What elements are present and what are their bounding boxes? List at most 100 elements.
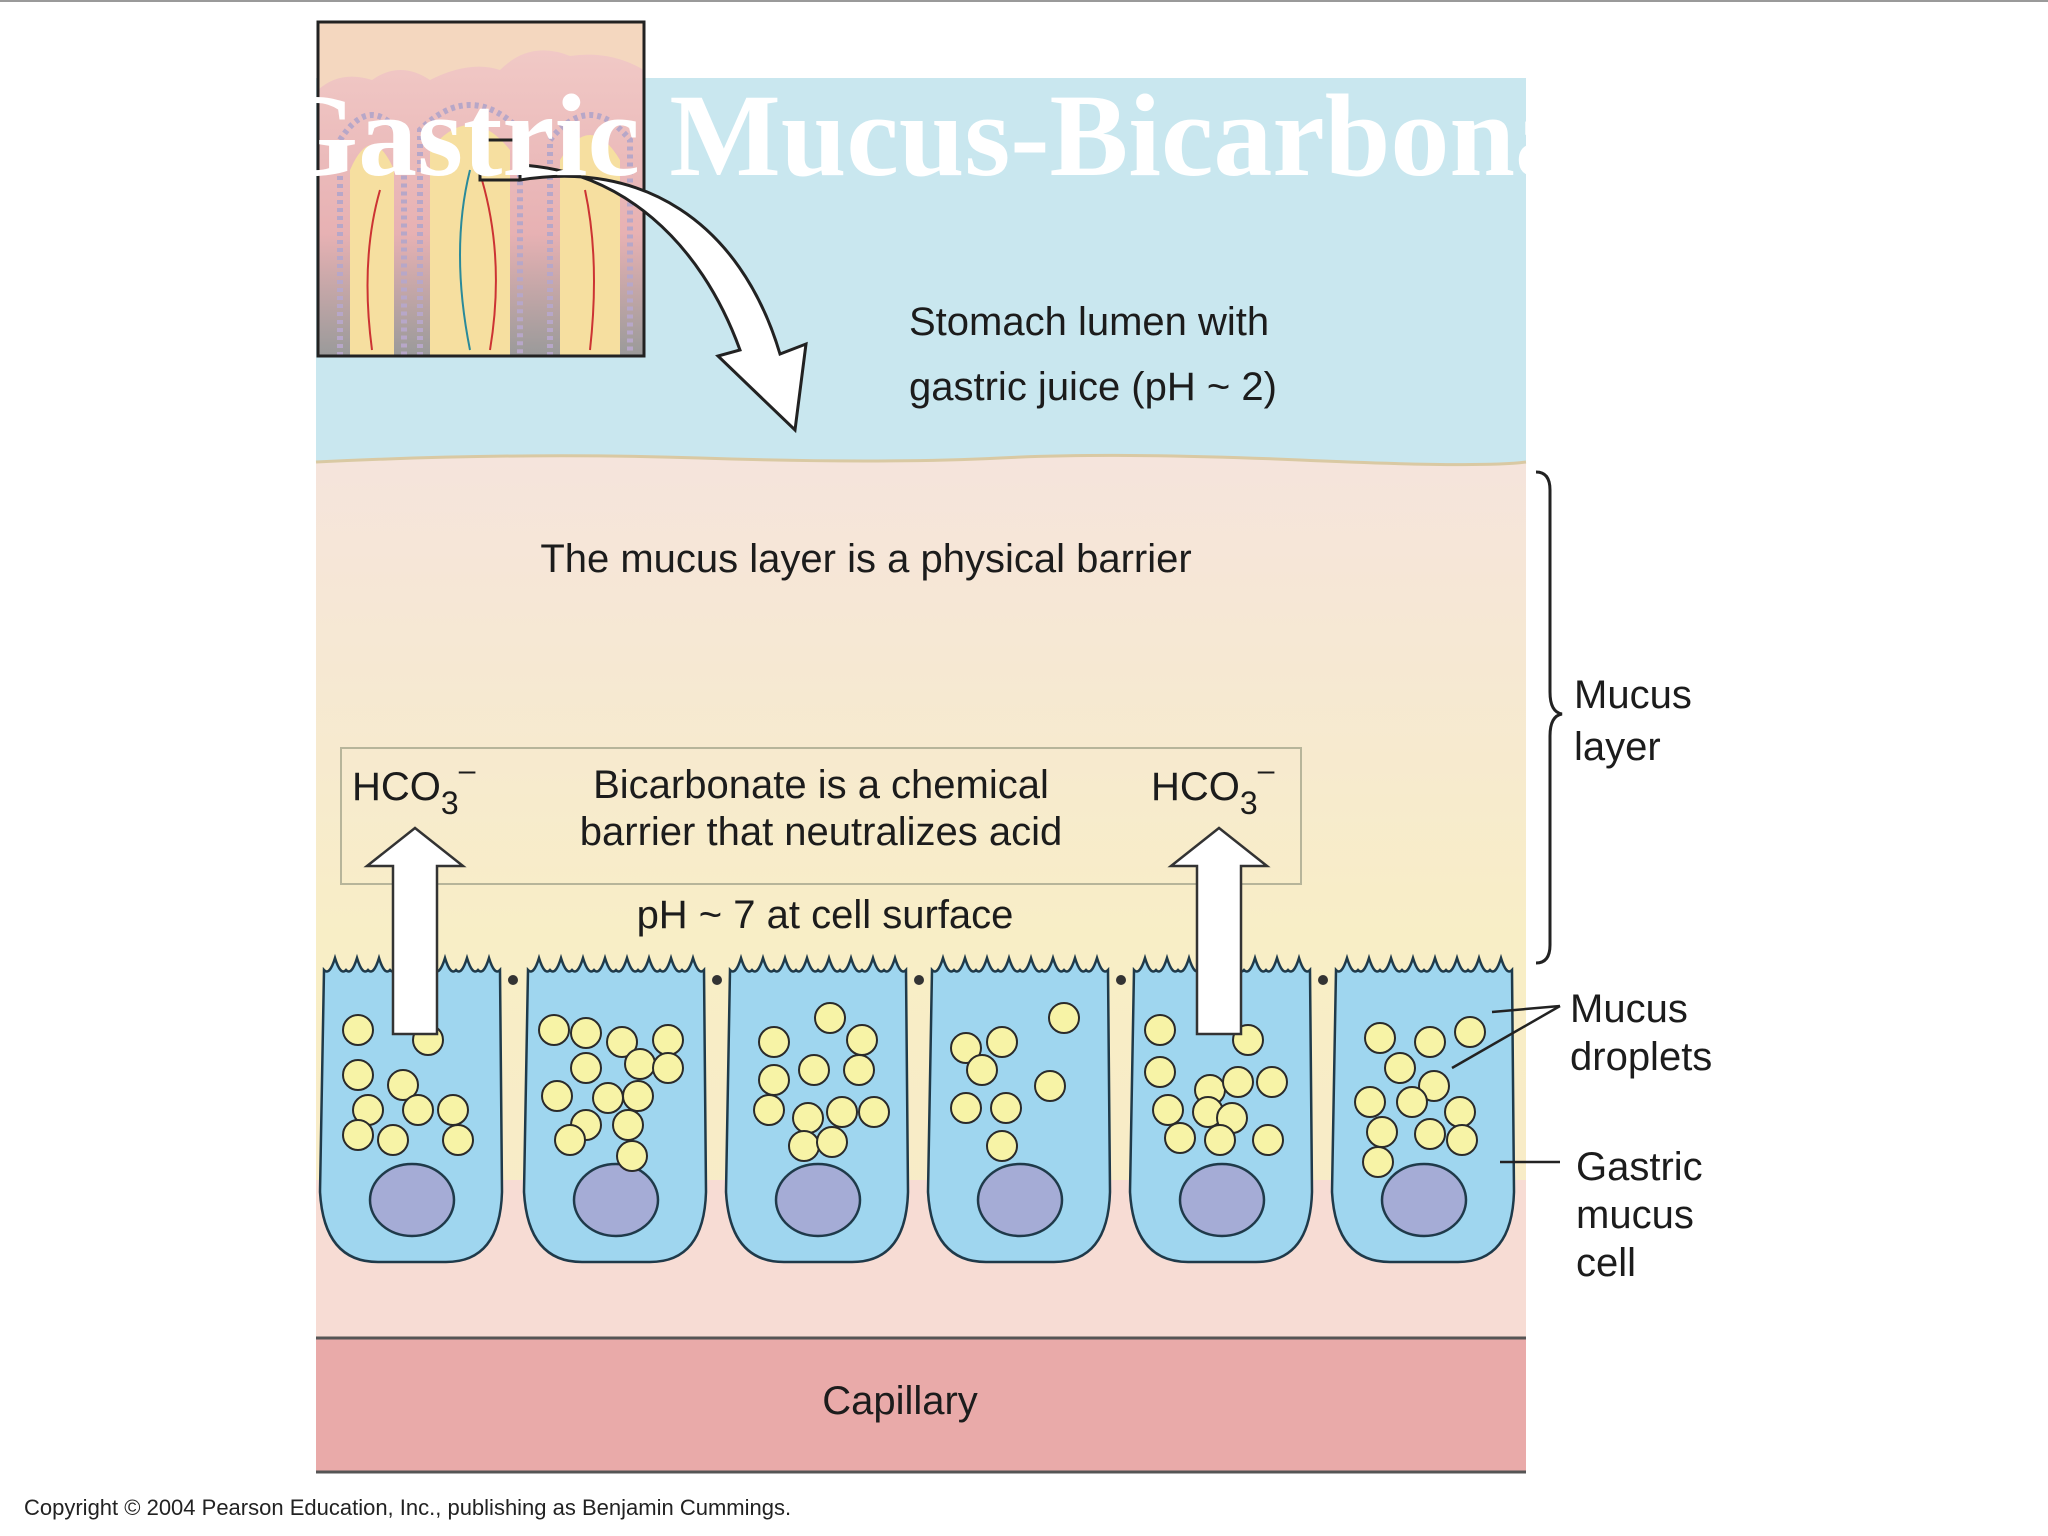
hco3-arrow-right [1167,826,1271,1036]
capillary-label: Capillary [822,1379,978,1423]
mucus-droplet [387,1069,419,1101]
mucus-droplet [624,1048,656,1080]
mucus-droplet [342,1014,374,1046]
mucus-droplet [826,1096,858,1128]
mucus-droplet [592,1082,624,1114]
tight-junction [712,975,722,985]
mucus-droplet [1256,1066,1288,1098]
hco3-label-right: HCO3– [1151,754,1275,821]
cell-nucleus [774,1162,862,1238]
bicarbonate-label-line1: Bicarbonate is a chemical [593,763,1049,807]
mucus-droplet [342,1119,374,1151]
mucus-layer-brace [1535,470,1563,965]
lumen-mucus-boundary [315,453,1527,467]
zoom-arrow [518,163,808,434]
mucus-droplet [1418,1070,1450,1102]
submucosa-zone [316,1180,1526,1340]
ph-surface-label: pH ~ 7 at cell surface [637,893,1014,937]
mucus-droplet [437,1094,469,1126]
mucus-droplet [792,1102,824,1134]
mucus-droplet [1144,1014,1176,1046]
mucus-droplet [616,1140,648,1172]
mucus-droplet [966,1054,998,1086]
mucus-droplet [1454,1016,1486,1048]
tight-junction [1318,975,1328,985]
lumen-label-line1: Stomach lumen with [909,300,1269,344]
svg-text:HCO3–: HCO3– [1151,754,1275,821]
tight-junction [914,975,924,985]
mucus-droplet [377,1124,409,1156]
tight-junction [1116,975,1126,985]
mucus-droplet [442,1124,474,1156]
mucus-droplet [758,1064,790,1096]
tight-junction [508,975,518,985]
gastric-mucus-cells [318,953,1516,1264]
mucus-droplet [402,1094,434,1126]
mucus-droplet [1366,1116,1398,1148]
hco3-arrow-left [363,826,467,1036]
mucus-droplet [1414,1026,1446,1058]
gastric-cell-label-line1: Gastric [1576,1145,1703,1189]
cell-nucleus [1380,1162,1468,1238]
mucus-droplets-label-line1: Mucus [1570,987,1688,1031]
mucus-droplet [570,1017,602,1049]
mucus-droplet [843,1054,875,1086]
cell-nucleus [1178,1162,1266,1238]
mucus-droplet [950,1092,982,1124]
mucus-droplet [990,1092,1022,1124]
copyright-notice: Copyright © 2004 Pearson Education, Inc.… [24,1495,791,1520]
mucus-layer-label-line2: layer [1574,725,1661,769]
cell-nucleus [368,1162,456,1238]
mucus-droplet [1222,1066,1254,1098]
mucus-droplet [986,1130,1018,1162]
gastric-cell-label-line2: mucus [1576,1193,1694,1237]
mucus-droplets-pointer-1 [1491,1004,1561,1014]
lumen-label-line2: gastric juice (pH ~ 2) [909,365,1277,409]
mucus-droplet [950,1032,982,1064]
cell-nucleus [572,1162,660,1238]
mucus-droplet [1252,1124,1284,1156]
svg-text:HCO3–: HCO3– [352,754,476,821]
mucus-droplet [753,1094,785,1126]
capillary [316,1338,1526,1472]
stomach-wall-inset [316,20,646,358]
mucus-droplets-pointer-2 [1451,1004,1561,1070]
mucus-droplet [1446,1124,1478,1156]
mucus-droplet [538,1014,570,1046]
mucus-droplet [1152,1094,1184,1126]
mucus-droplet [1048,1002,1080,1034]
mucus-droplet [554,1124,586,1156]
mucus-droplets-label-line2: droplets [1570,1035,1712,1079]
mucus-droplet [1034,1070,1066,1102]
mucus-droplet [606,1026,638,1058]
slide-title: Gastric Mucus-Bicarbonate [266,70,1665,201]
mucus-droplet [1384,1052,1416,1084]
mucus-droplet [1144,1056,1176,1088]
gastric-cell-label-line3: cell [1576,1241,1636,1285]
mucus-droplet [612,1109,644,1141]
cell-nucleus [976,1162,1064,1238]
mucus-droplet [814,1002,846,1034]
mucus-droplet [652,1024,684,1056]
mucus-droplet [570,1052,602,1084]
mucus-droplet [1354,1086,1386,1118]
mucus-droplet [788,1130,820,1162]
mucus-droplet [1164,1122,1196,1154]
mucus-droplet [1396,1086,1428,1118]
mucus-droplet [342,1059,374,1091]
mucus-droplet [1444,1096,1476,1128]
bicarbonate-box [340,747,1302,885]
mucus-barrier-label: The mucus layer is a physical barrier [540,537,1191,581]
mucus-droplet [1414,1118,1446,1150]
hco3-label-left: HCO3– [352,754,476,821]
mucus-droplet [858,1096,890,1128]
mucus-droplet [798,1054,830,1086]
mucus-droplet [1364,1022,1396,1054]
mucus-droplet [1362,1146,1394,1178]
mucus-droplet [986,1026,1018,1058]
mucus-droplet [541,1080,573,1112]
mucus-droplet [846,1024,878,1056]
mucus-droplet [758,1026,790,1058]
mucus-droplet [1204,1124,1236,1156]
